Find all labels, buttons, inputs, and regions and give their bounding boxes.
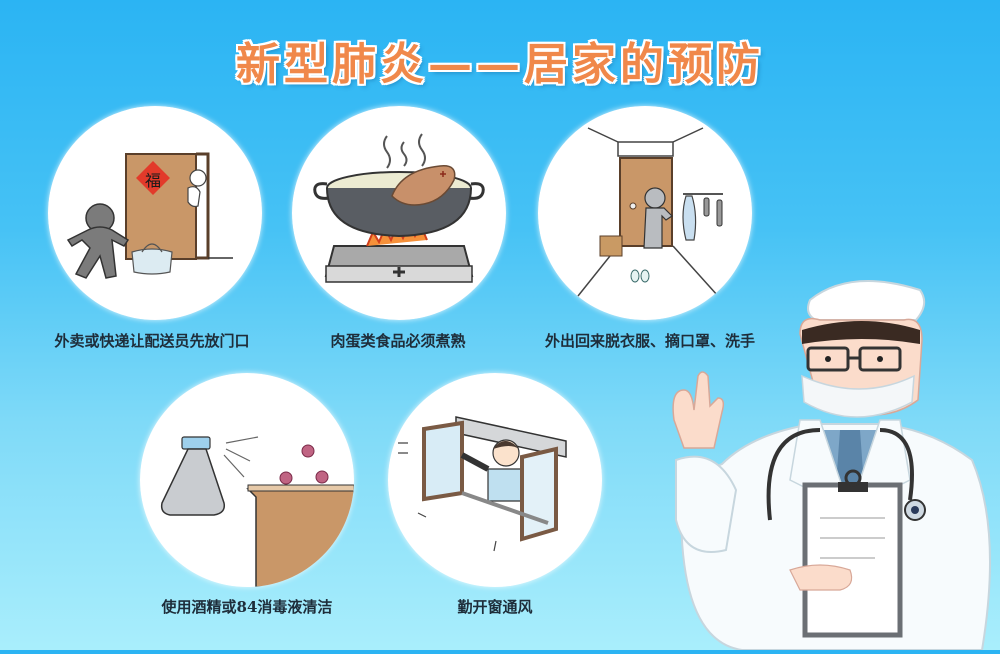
tip-window-caption: 勤开窗通风 [457,598,533,616]
disinfectant-spray-icon [160,436,354,587]
tip-entryway-caption: 外出回来脱衣服、摘口罩、洗手 [544,332,756,350]
tip-disinfect-caption: 使用酒精或84消毒液清洁 [161,598,333,616]
tip-window-circle [388,373,602,587]
tip-cooking-caption: 肉蛋类食品必须煮熟 [330,332,466,350]
tip-delivery-circle: 福 [48,106,262,320]
tip-disinfect-circle [140,373,354,587]
tip-delivery-caption: 外卖或快递让配送员先放门口 [54,332,250,350]
poster-title: 新型肺炎——居家的预防 [236,39,764,90]
tip-entryway-circle [538,106,752,320]
tip-cooking-circle [292,106,506,320]
doctor-with-clipboard-icon [672,280,991,651]
svg-text:福: 福 [145,171,161,190]
cooking-pot-icon [313,133,485,283]
open-window-icon [398,416,567,552]
delivery-door-icon: 福 [66,152,233,279]
entryway-undress-icon [577,127,723,297]
doctor-illustration [660,270,1000,651]
